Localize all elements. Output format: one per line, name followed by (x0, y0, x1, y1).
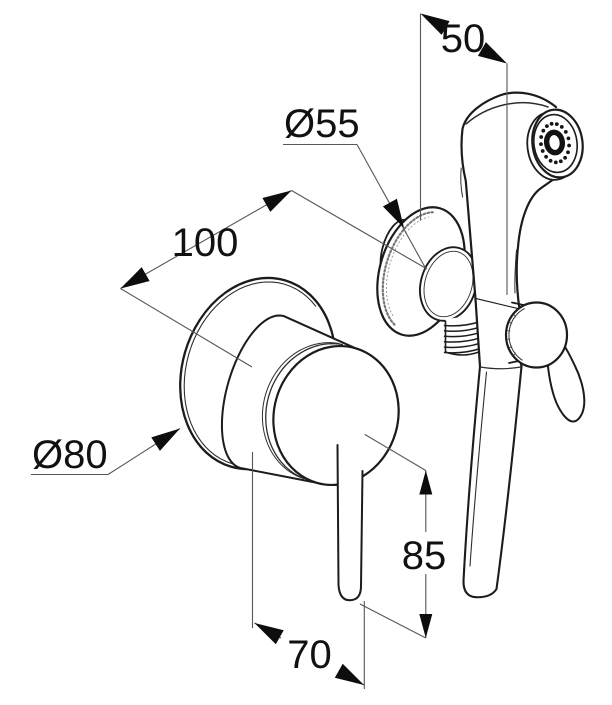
svg-text:85: 85 (402, 534, 447, 578)
svg-text:Ø80: Ø80 (32, 433, 108, 477)
svg-text:Ø55: Ø55 (284, 102, 360, 146)
svg-text:70: 70 (287, 633, 332, 677)
svg-text:100: 100 (172, 221, 239, 265)
svg-text:50: 50 (441, 17, 486, 61)
